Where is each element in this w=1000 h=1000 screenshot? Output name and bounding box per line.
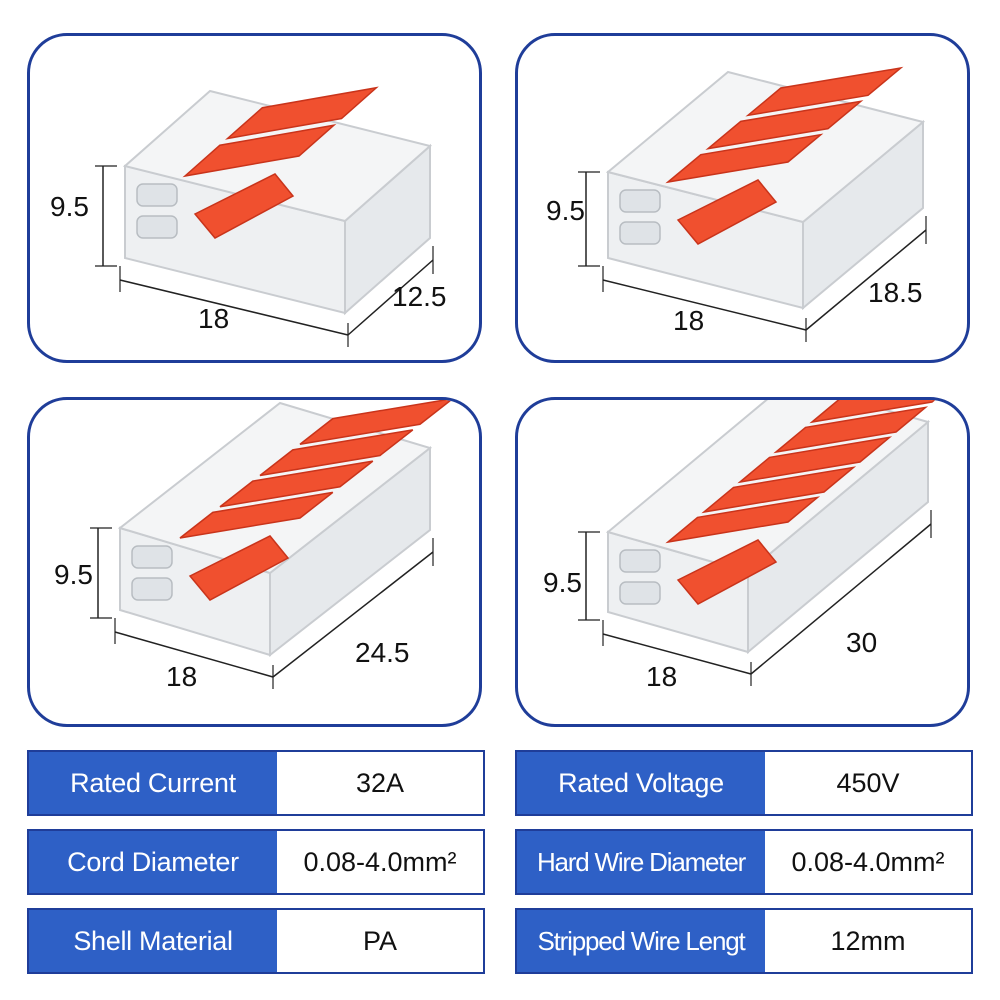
spec-value: PA: [362, 925, 397, 956]
spec-value: 450V: [836, 767, 900, 798]
lever-tab: [193, 173, 295, 239]
depth-label: 24.5: [355, 637, 410, 668]
connector-diagram: 9.5 18 12.5: [50, 86, 447, 347]
dimension-lines: [90, 527, 434, 689]
wire-connector-image: [605, 66, 926, 311]
dimension-lines: [95, 165, 434, 347]
lever-tab: [188, 535, 290, 601]
wire-connector-image: [122, 86, 433, 316]
spec-row-rated-current: Rated Current 32A: [27, 750, 485, 816]
lever: [182, 124, 337, 178]
width-label: 18: [646, 661, 677, 692]
product-panel-3-way: 9.5 18 18.5: [515, 33, 970, 363]
spec-row-shell-material: Shell Material PA: [27, 908, 485, 974]
lever: [259, 429, 414, 477]
lever: [179, 491, 334, 539]
lever: [773, 406, 929, 454]
spec-value: 0.08-4.0mm²: [303, 846, 457, 877]
spec-label: Shell Material: [29, 910, 277, 972]
spec-label: Hard Wire Diameter: [517, 831, 765, 893]
wire-port: [131, 545, 173, 569]
height-label: 9.5: [50, 191, 89, 222]
spec-row-stripped-wire-length: Stripped Wire Lengt 12mm: [515, 908, 973, 974]
wire-connector-image: [605, 400, 936, 655]
spec-label: Stripped Wire Lengt: [517, 910, 765, 972]
connector-diagram: 9.5 18 30: [543, 400, 936, 692]
product-panel-4-way: 9.5 18 24.5: [27, 397, 482, 727]
spec-label: Rated Current: [29, 752, 277, 814]
lever: [665, 496, 821, 544]
spec-value: 0.08-4.0mm²: [791, 846, 945, 877]
wire-port: [619, 549, 661, 573]
spec-row-hard-wire-diameter: Hard Wire Diameter 0.08-4.0mm²: [515, 829, 973, 895]
lever: [299, 400, 453, 445]
spec-label: Cord Diameter: [29, 831, 277, 893]
wire-port: [131, 577, 173, 601]
lever: [705, 100, 864, 150]
lever-tab: [676, 539, 778, 605]
lever: [665, 133, 824, 184]
wire-port: [136, 183, 178, 207]
wire-port: [619, 581, 661, 605]
dimension-lines: [578, 171, 927, 342]
product-panel-2-way: 9.5 18 12.5: [27, 33, 482, 363]
spec-row-cord-diameter: Cord Diameter 0.08-4.0mm²: [27, 829, 485, 895]
connector-diagram: 9.5 18 18.5: [546, 66, 927, 342]
spec-value: 32A: [355, 767, 405, 798]
height-label: 9.5: [546, 195, 585, 226]
lever-tab: [676, 179, 778, 245]
spec-value: 12mm: [830, 925, 906, 956]
lever: [809, 400, 936, 424]
spec-row-rated-voltage: Rated Voltage 450V: [515, 750, 973, 816]
dimension-lines: [578, 510, 932, 686]
lever: [745, 66, 904, 117]
depth-label: 18.5: [868, 277, 923, 308]
depth-label: 30: [846, 627, 877, 658]
wire-port: [619, 189, 661, 213]
width-label: 18: [166, 661, 197, 692]
spec-label: Rated Voltage: [517, 752, 765, 814]
wire-connector-image: [117, 400, 453, 658]
lever: [225, 86, 379, 140]
wire-port: [136, 215, 178, 239]
width-label: 18: [673, 305, 704, 336]
wire-port: [619, 221, 661, 245]
lever: [219, 460, 374, 508]
height-label: 9.5: [54, 559, 93, 590]
depth-label: 12.5: [392, 281, 447, 312]
height-label: 9.5: [543, 567, 582, 598]
product-panel-5-way: 9.5 18 30: [515, 397, 970, 727]
lever: [701, 466, 857, 514]
connector-diagram: 9.5 18 24.5: [54, 400, 453, 692]
width-label: 18: [198, 303, 229, 334]
lever: [737, 436, 893, 484]
